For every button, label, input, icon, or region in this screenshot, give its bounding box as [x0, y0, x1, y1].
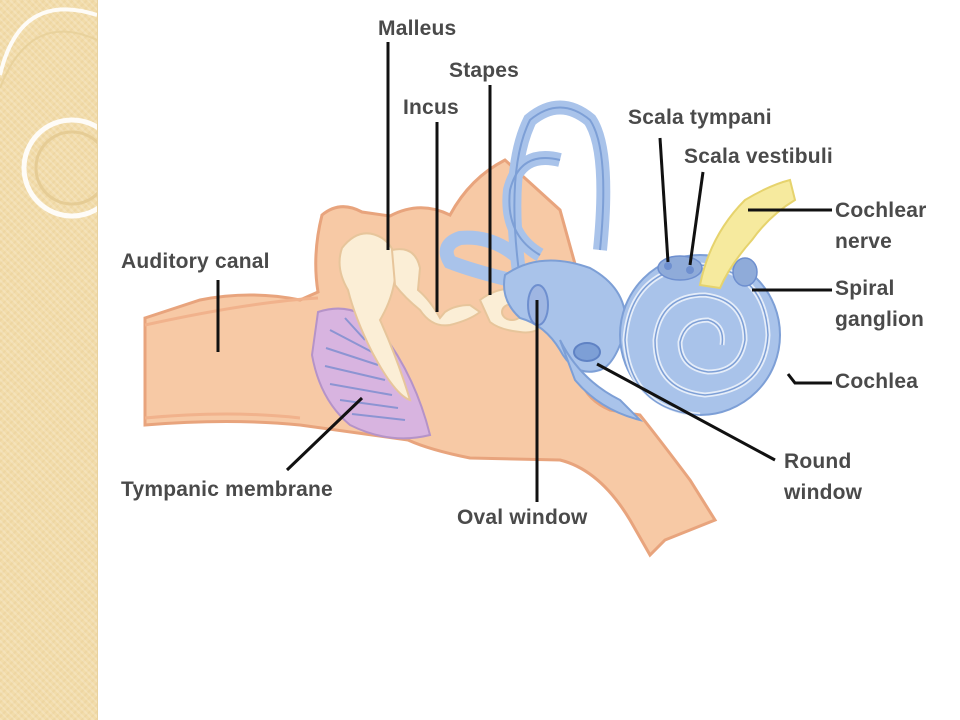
- cochlea-leader: [786, 373, 832, 385]
- label-scala-tympani: Scala tympani: [628, 106, 772, 129]
- incus-bone: [390, 248, 482, 327]
- round-window-leader: [596, 362, 776, 462]
- label-round-window-line1: Round: [784, 450, 852, 473]
- scala-tympani-leader: [658, 137, 670, 263]
- label-scala-vestibuli: Scala vestibuli: [684, 145, 833, 168]
- label-oval-window: Oval window: [457, 506, 588, 529]
- label-malleus: Malleus: [378, 17, 457, 40]
- label-spiral-ganglion-line1: Spiral: [835, 277, 895, 300]
- label-cochlea: Cochlea: [835, 370, 919, 393]
- label-stapes: Stapes: [449, 59, 520, 82]
- cochlea-spiral: [619, 254, 781, 418]
- label-auditory-canal: Auditory canal: [121, 250, 270, 273]
- leader-lines: [216, 42, 832, 502]
- label-round-window-line2: window: [784, 481, 863, 504]
- label-spiral-ganglion-line2: ganglion: [835, 308, 925, 331]
- label-tympanic-membrane: Tympanic membrane: [121, 478, 333, 501]
- decorative-side-strip: [0, 0, 98, 720]
- cochlear-nerve: [698, 178, 797, 290]
- scala-vestibuli-leader: [688, 171, 705, 266]
- label-cochlear-nerve-line2: nerve: [835, 230, 893, 253]
- tympanic-membrane-leader: [285, 396, 364, 472]
- decorative-circles: [0, 7, 97, 219]
- round-window: [573, 342, 601, 362]
- label-incus: Incus: [403, 96, 459, 119]
- label-cochlear-nerve-line1: Cochlear: [835, 199, 927, 222]
